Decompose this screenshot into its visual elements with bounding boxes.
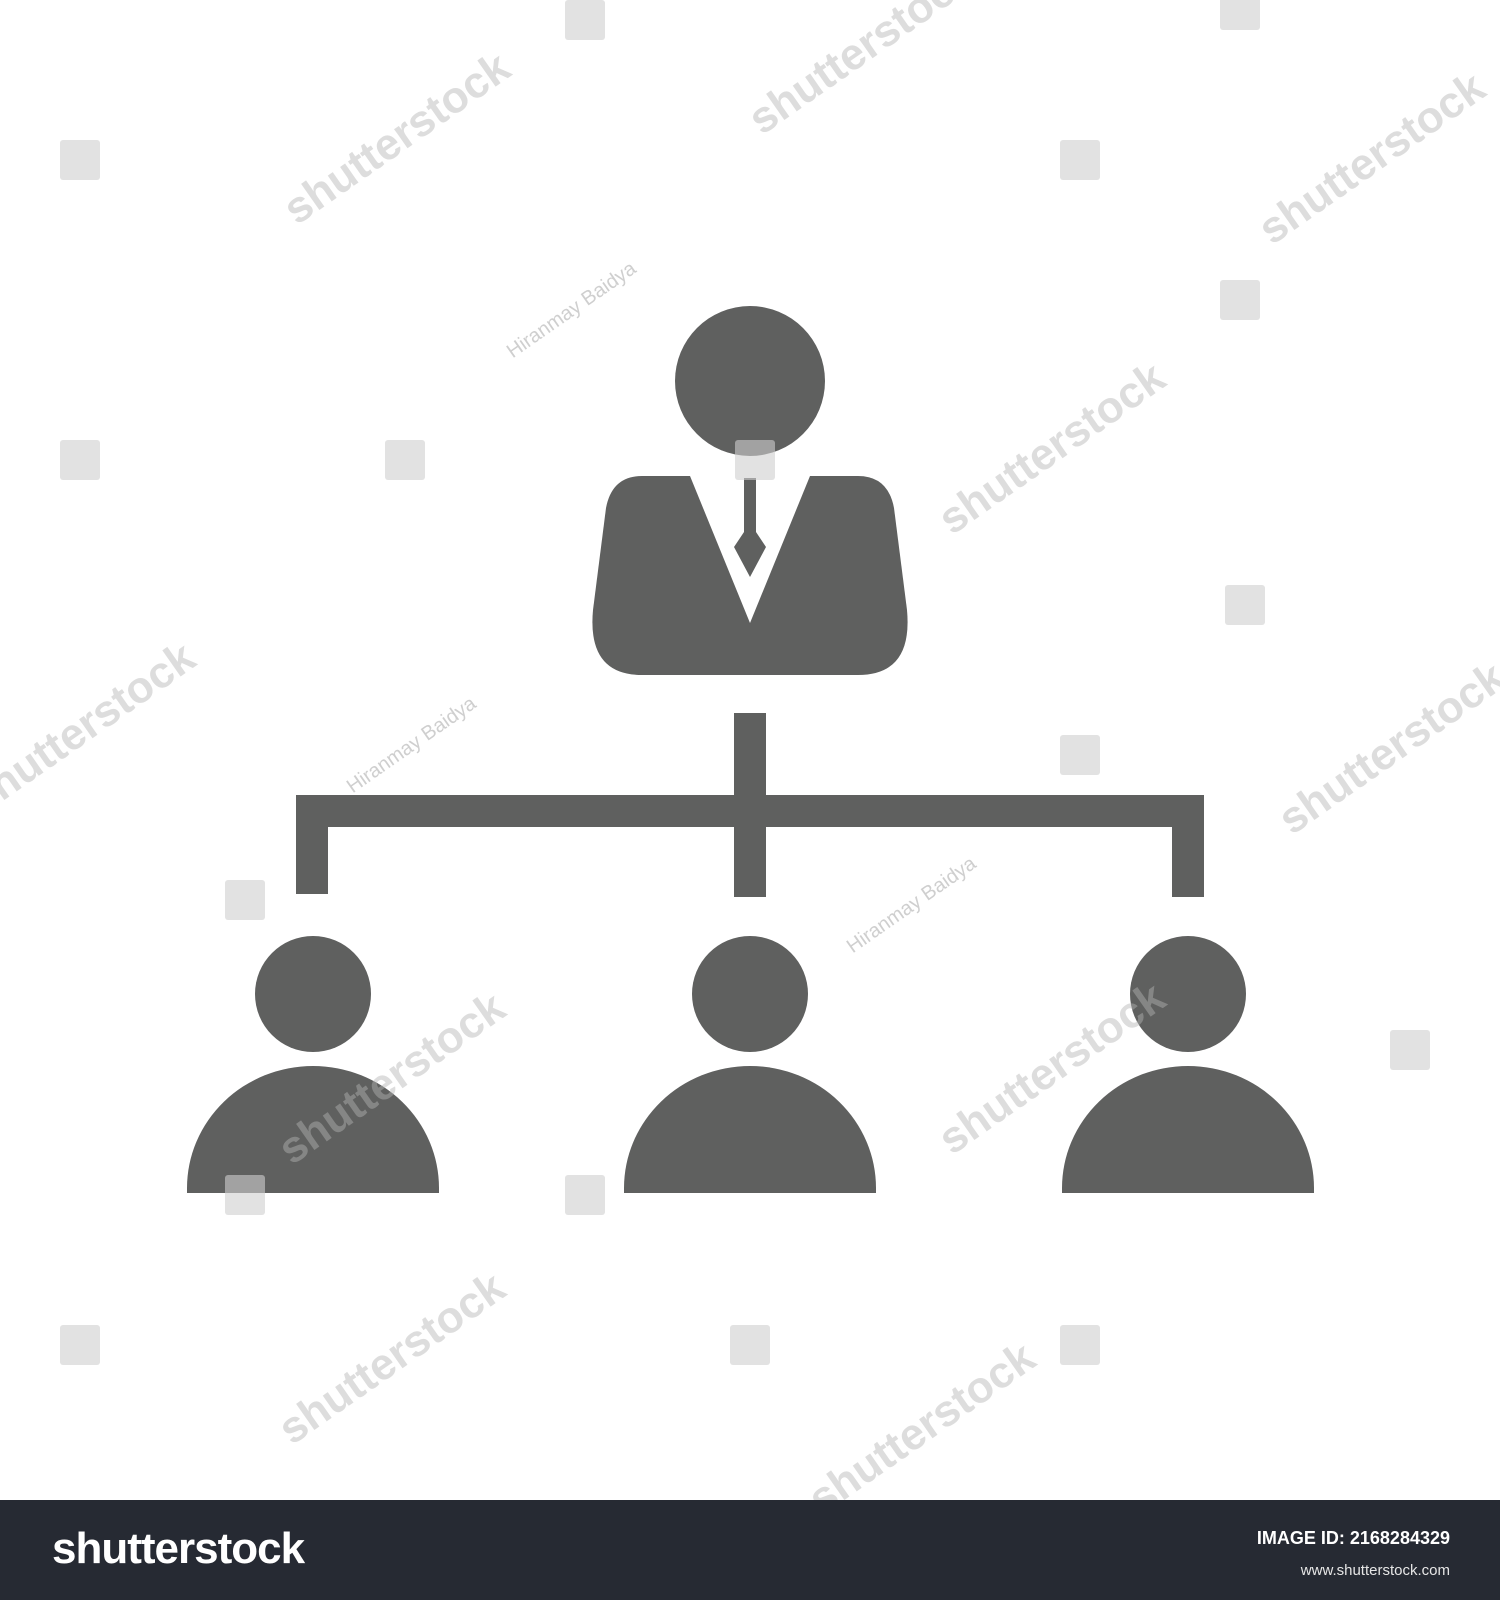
employee-body	[1062, 1066, 1314, 1193]
image-id-value: 2168284329	[1349, 1528, 1450, 1548]
watermark-logo-square	[730, 1325, 770, 1365]
watermark-brand: shutterstock	[929, 352, 1174, 544]
watermark-brand: shutterstock	[269, 1262, 514, 1454]
watermark-author: Hiranmay Baidya	[343, 692, 481, 798]
employee-body	[624, 1066, 876, 1193]
connector-horizontal	[296, 795, 1204, 827]
employee-2-icon	[624, 936, 876, 1193]
employee-head	[255, 936, 371, 1052]
watermark-brand: shutterstock	[1269, 652, 1500, 844]
employee-body	[187, 1066, 439, 1193]
watermark-logo-square	[1225, 585, 1265, 625]
watermark-brand: shutterstock	[739, 0, 984, 144]
watermark-logo-square	[60, 1325, 100, 1365]
watermark-logo-square	[60, 140, 100, 180]
watermark-logo-square	[1060, 140, 1100, 180]
watermark-logo-square	[565, 1175, 605, 1215]
watermark-logo-square	[565, 0, 605, 40]
watermark-logo-square	[60, 440, 100, 480]
watermark-brand: shutterstock	[0, 632, 204, 824]
employee-1-icon	[187, 936, 439, 1193]
org-chart-svg: shutterstock shutterstock shutterstock shut…	[0, 0, 1500, 1500]
watermark-author: Hiranmay Baidya	[503, 257, 641, 363]
manager-icon	[592, 306, 908, 675]
employee-3-icon	[1062, 936, 1314, 1193]
watermark-author: Hiranmay Baidya	[843, 852, 981, 958]
watermark-logo-square	[1220, 0, 1260, 30]
image-id-label: IMAGE ID:	[1256, 1528, 1345, 1548]
employee-head	[1130, 936, 1246, 1052]
connector-left-drop	[296, 795, 328, 894]
employee-group	[187, 936, 1314, 1193]
footer-logo[interactable]: shutterstock	[52, 1524, 305, 1573]
footer-bar: shutterstock IMAGE ID: 2168284329 www.sh…	[0, 1500, 1500, 1600]
watermark-brand: shutterstock	[274, 42, 519, 234]
watermark-logo-square	[385, 440, 425, 480]
watermark-logo-square	[1060, 735, 1100, 775]
manager-head	[675, 306, 825, 456]
org-chart-connector	[296, 713, 1204, 897]
watermark-logo-square	[1220, 280, 1260, 320]
employee-head	[692, 936, 808, 1052]
connector-right-drop	[1172, 795, 1204, 897]
manager-tie	[734, 478, 766, 577]
watermark-brand: shutterstock	[1249, 62, 1494, 254]
watermark-logo-square	[1390, 1030, 1430, 1070]
footer-url[interactable]: www.shutterstock.com	[1300, 1562, 1450, 1579]
org-chart-diagram: shutterstock shutterstock shutterstock shut…	[0, 0, 1500, 1500]
watermark-brand: shutterstock	[799, 1332, 1044, 1500]
watermark-logo-square	[225, 880, 265, 920]
watermark-logo-square	[225, 1175, 265, 1215]
image-id-text: IMAGE ID: 2168284329	[1257, 1528, 1450, 1549]
watermark-logo-square	[1060, 1325, 1100, 1365]
watermark-logo-square	[735, 440, 775, 480]
